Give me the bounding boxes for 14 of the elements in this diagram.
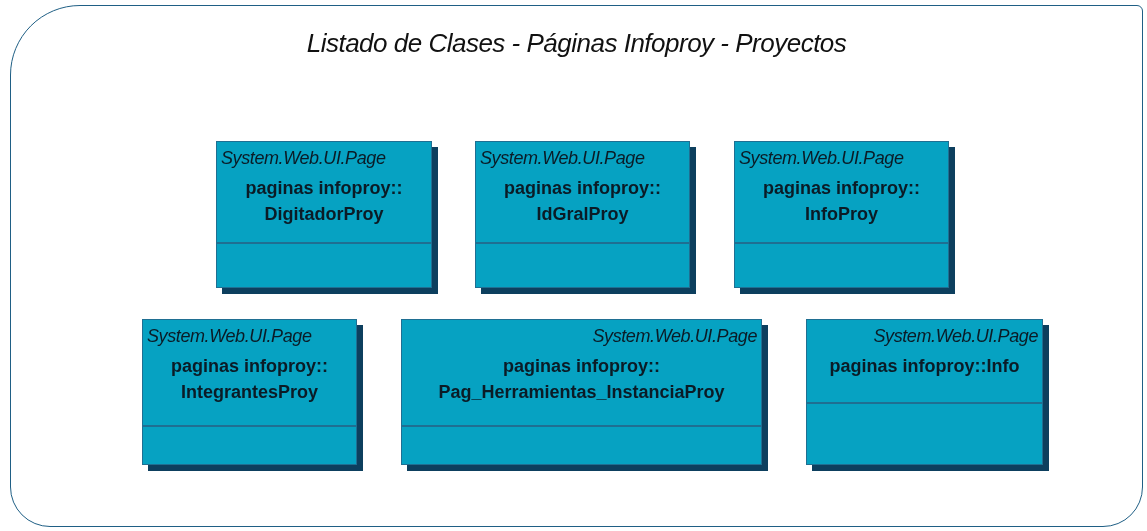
stereotype-label: System.Web.UI.Page (479, 147, 646, 169)
class-name: paginas infoproy:: DigitadorProy (244, 177, 404, 226)
class-name: paginas infoproy::Info (828, 355, 1021, 378)
stereotype-label: System.Web.UI.Page (738, 147, 905, 169)
stereotype-label: System.Web.UI.Page (146, 325, 313, 347)
class-name: paginas infoproy:: IntegrantesProy (170, 355, 329, 404)
stereotype-label: System.Web.UI.Page (220, 147, 387, 169)
diagram-frame (10, 5, 1143, 527)
frame-title: Listado de Clases - Páginas Infoproy - Proyectos (305, 28, 848, 59)
class-name: paginas infoproy:: InfoProy (762, 177, 921, 226)
class-name: paginas infoproy:: Pag_Herramientas_InstanciaProy (437, 355, 726, 404)
stereotype-label: System.Web.UI.Page (591, 325, 758, 347)
class-name: paginas infoproy:: IdGralProy (503, 177, 662, 226)
stereotype-label: System.Web.UI.Page (872, 325, 1039, 347)
